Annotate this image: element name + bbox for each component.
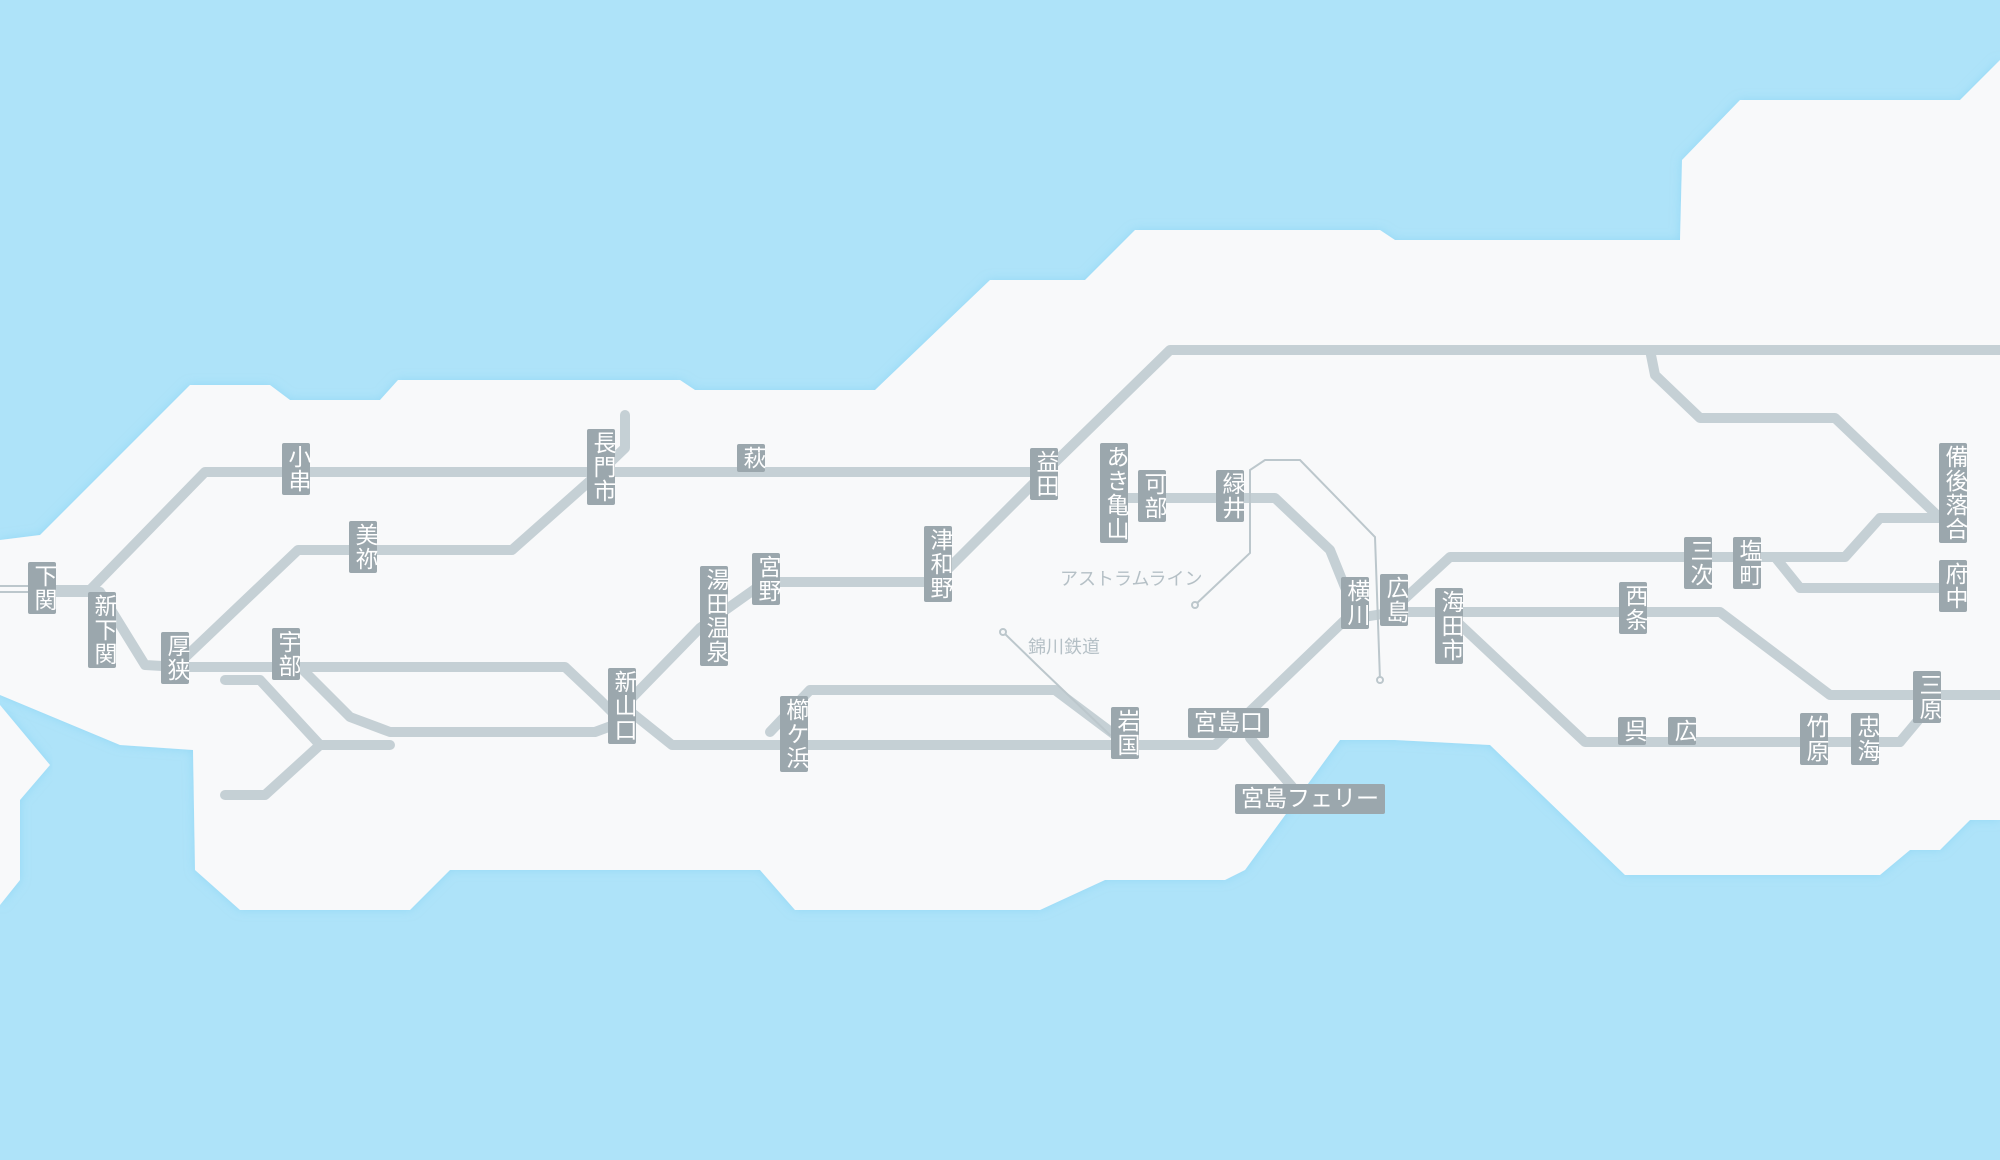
rail-onoda-2 (220, 740, 325, 800)
station-miyajima-ferry[interactable]: 宮島フェリー (1235, 784, 1385, 814)
station-masuda[interactable]: 益田 (1030, 448, 1058, 500)
rail-nishikigawa (1002, 631, 1111, 736)
station-shin-shimonoseki[interactable]: 新下関 (88, 592, 116, 668)
rail-network (40, 345, 2000, 800)
station-takehara[interactable]: 竹原 (1800, 713, 1828, 765)
station-hiroshima[interactable]: 広島 (1380, 574, 1408, 626)
station-tadanoumi[interactable]: 忠海 (1851, 713, 1879, 765)
station-yudaonsen[interactable]: 湯田温泉 (700, 566, 728, 666)
station-hiro[interactable]: 広 (1668, 717, 1696, 745)
station-asa[interactable]: 厚狭 (161, 632, 189, 684)
station-tsuwano[interactable]: 津和野 (924, 526, 952, 602)
thin-lines (0, 459, 1384, 736)
station-fuchu[interactable]: 府中 (1939, 560, 1967, 612)
rail-ube (295, 662, 627, 737)
station-miyajimaguchi[interactable]: 宮島口 (1188, 708, 1269, 738)
station-mihara[interactable]: 三原 (1913, 671, 1941, 723)
station-akikameyama[interactable]: あき亀山 (1100, 443, 1128, 543)
astram-end-north (1191, 601, 1199, 609)
station-bingo-ochiai[interactable]: 備後落合 (1939, 443, 1967, 543)
rail-astram (1194, 459, 1381, 681)
station-yokogawa[interactable]: 横川 (1341, 577, 1369, 629)
label-nishikigawa-railway: 錦川鉄道 (1028, 637, 1100, 658)
station-saijo[interactable]: 西条 (1619, 582, 1647, 634)
station-kushigahama[interactable]: 櫛ケ浜 (780, 696, 808, 772)
station-shimonoseki[interactable]: 下関 (28, 562, 56, 614)
station-mine[interactable]: 美祢 (349, 521, 377, 573)
station-kabe[interactable]: 可部 (1138, 470, 1166, 522)
rail-geibi-north (1645, 345, 1945, 523)
station-miyano[interactable]: 宮野 (752, 553, 780, 605)
rail-onoda-1 (220, 675, 395, 750)
rail-miyajima-ferry (1245, 733, 1300, 795)
rail-geibi (1395, 513, 1965, 608)
station-shinyamaguchi[interactable]: 新山口 (608, 668, 636, 744)
station-shiomachi[interactable]: 塩町 (1733, 537, 1761, 589)
rail-mine (170, 467, 605, 672)
station-kogushi[interactable]: 小串 (282, 443, 310, 495)
nishikigawa-end (999, 628, 1007, 636)
land-chugoku (0, 60, 2000, 910)
station-nagatoshi[interactable]: 長門市 (587, 429, 615, 505)
station-ube[interactable]: 宇部 (272, 628, 300, 680)
astram-end-south (1376, 676, 1384, 684)
station-midorii[interactable]: 緑井 (1216, 470, 1244, 522)
station-kaitaichi[interactable]: 海田市 (1435, 588, 1463, 664)
label-astram-line: アストラムライン (1060, 569, 1203, 590)
rail-fukuen (1770, 552, 1965, 593)
station-hagi[interactable]: 萩 (737, 444, 765, 472)
station-iwakuni[interactable]: 岩国 (1111, 707, 1139, 759)
station-kure[interactable]: 呉 (1618, 717, 1646, 745)
station-miyoshi[interactable]: 三次 (1684, 537, 1712, 589)
rail-sanyo-mid (617, 700, 1220, 750)
land-kyushu-edge (0, 705, 50, 905)
